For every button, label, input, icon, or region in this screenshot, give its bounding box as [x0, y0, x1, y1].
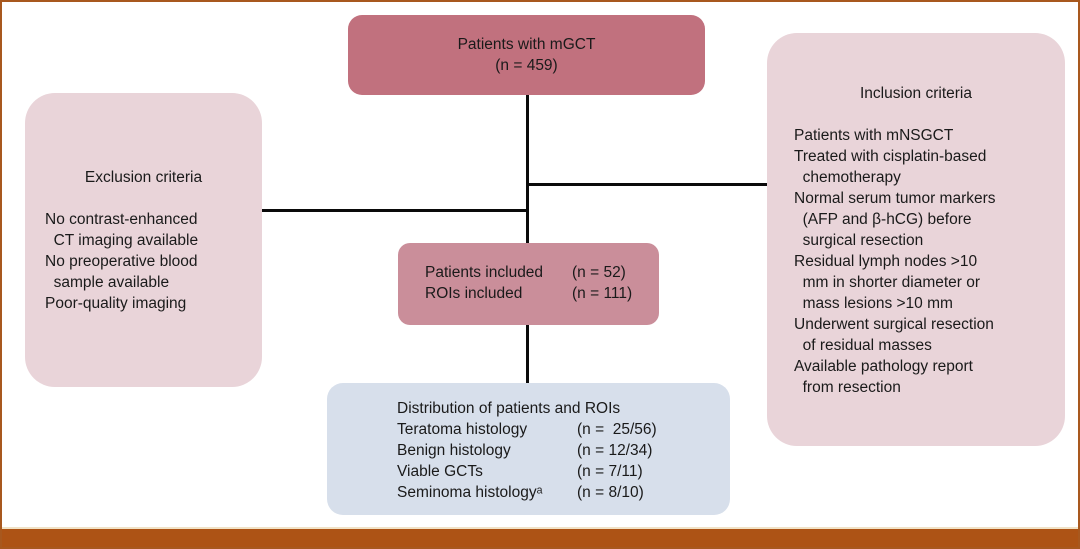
- inclusion-item: mass lesions >10 mm: [794, 295, 953, 312]
- inclusion-criteria-list: Patients with mNSGCT Treated with cispla…: [767, 125, 1065, 398]
- exclusion-item: No preoperative blood: [45, 253, 198, 270]
- exclusion-item: No contrast-enhanced: [45, 211, 198, 228]
- inclusion-item: mm in shorter diameter or: [794, 274, 981, 291]
- exclusion-criteria-title: Exclusion criteria: [84, 169, 203, 186]
- exclusion-item: sample available: [45, 274, 170, 291]
- distribution-box: Distribution of patients and ROIs Terato…: [327, 383, 730, 515]
- distribution-row-seminoma: Seminoma histologyᵃ (n = 8/10): [397, 482, 730, 503]
- viable-gct-label: Viable GCTs: [397, 463, 483, 480]
- patients-included-count: (n = 52): [572, 264, 626, 281]
- inclusion-item: Treated with cisplatin-based: [794, 148, 987, 165]
- rois-included-count: (n = 111): [572, 285, 633, 302]
- rois-included-label: ROIs included: [425, 285, 523, 302]
- patients-mgct-label: Patients with mGCT: [457, 36, 596, 53]
- inclusion-item: from resection: [794, 379, 901, 396]
- inclusion-item: Residual lymph nodes >10: [794, 253, 978, 270]
- teratoma-label: Teratoma histology: [397, 421, 528, 438]
- patients-included-label: Patients included: [425, 264, 544, 281]
- exclusion-item: Poor-quality imaging: [45, 295, 187, 312]
- distribution-row-teratoma: Teratoma histology (n = 25/56): [397, 419, 730, 440]
- inclusion-item: surgical resection: [794, 232, 924, 249]
- inclusion-item: Normal serum tumor markers: [794, 190, 996, 207]
- rois-included-row: ROIs included (n = 111): [425, 283, 659, 304]
- benign-count: (n = 12/34): [577, 442, 653, 459]
- inclusion-item: chemotherapy: [794, 169, 901, 186]
- bottom-accent-line: [2, 527, 1078, 529]
- viable-gct-count: (n = 7/11): [577, 463, 643, 480]
- distribution-row-benign: Benign histology (n = 12/34): [397, 440, 730, 461]
- connector-to-inclusion-box: [527, 183, 769, 186]
- connector-middle-to-distribution: [526, 324, 529, 385]
- inclusion-criteria-box: Inclusion criteria Patients with mNSGCT …: [767, 33, 1065, 446]
- exclusion-criteria-list: No contrast-enhanced CT imaging availabl…: [25, 209, 262, 314]
- inclusion-item: Underwent surgical resection: [794, 316, 994, 333]
- exclusion-item: CT imaging available: [45, 232, 199, 249]
- inclusion-item: Patients with mNSGCT: [794, 127, 954, 144]
- bottom-bar: [2, 529, 1078, 547]
- patients-included-row: Patients included (n = 52): [425, 262, 659, 283]
- inclusion-item: of residual masses: [794, 337, 932, 354]
- inclusion-criteria-title: Inclusion criteria: [860, 85, 972, 102]
- patients-mgct-count: (n = 459): [495, 57, 558, 74]
- patients-mgct-box: Patients with mGCT (n = 459): [348, 15, 705, 95]
- connector-top-to-middle: [526, 95, 529, 245]
- seminoma-label: Seminoma histologyᵃ: [397, 484, 543, 501]
- connector-to-exclusion-box: [260, 209, 529, 212]
- benign-label: Benign histology: [397, 442, 511, 459]
- inclusion-item: Available pathology report: [794, 358, 973, 375]
- teratoma-count: (n = 25/56): [577, 421, 657, 438]
- distribution-heading: Distribution of patients and ROIs: [397, 400, 621, 417]
- seminoma-count: (n = 8/10): [577, 484, 644, 501]
- exclusion-criteria-box: Exclusion criteria No contrast-enhanced …: [25, 93, 262, 387]
- distribution-row-viable-gct: Viable GCTs (n = 7/11): [397, 461, 730, 482]
- patients-included-box: Patients included (n = 52) ROIs included…: [398, 243, 659, 325]
- inclusion-item: (AFP and β-hCG) before: [794, 211, 972, 228]
